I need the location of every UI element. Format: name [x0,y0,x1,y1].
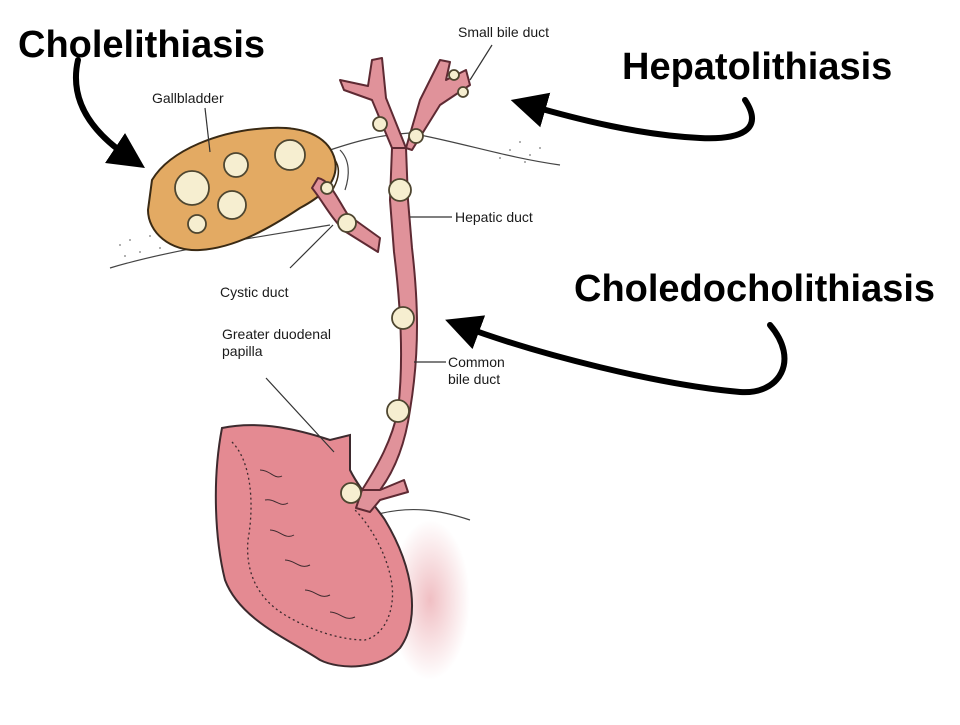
common-bile-duct-label: Common bile duct [448,354,505,388]
choledocholithiasis-arrow [445,315,788,396]
papilla-label-line2: papilla [222,342,263,359]
gallstones [174,69,469,504]
liver-stipple [119,141,541,257]
cholelithiasis-heading: Cholelithiasis [18,24,266,66]
gallbladder-label: Gallbladder [152,90,224,106]
hepatolithiasis-arrow [510,92,755,142]
cystic-duct-label: Cystic duct [220,284,289,300]
common-label-line2: bile duct [448,370,501,387]
hepatic-duct-label: Hepatic duct [455,209,533,225]
common-label-line1: Common [448,354,505,370]
hepatolithiasis-heading: Hepatolithiasis [622,46,893,88]
papilla-label-line1: Greater duodenal [222,326,331,342]
duodenum [214,424,470,680]
choledocholithiasis-heading: Choledocholithiasis [574,270,936,308]
small-bile-duct-label: Small bile duct [458,24,550,40]
arrows [72,57,788,396]
leader-lines [204,44,493,453]
greater-duodenal-papilla-label: Greater duodenal papilla [222,326,331,360]
cholelithiasis-arrow [72,57,145,168]
